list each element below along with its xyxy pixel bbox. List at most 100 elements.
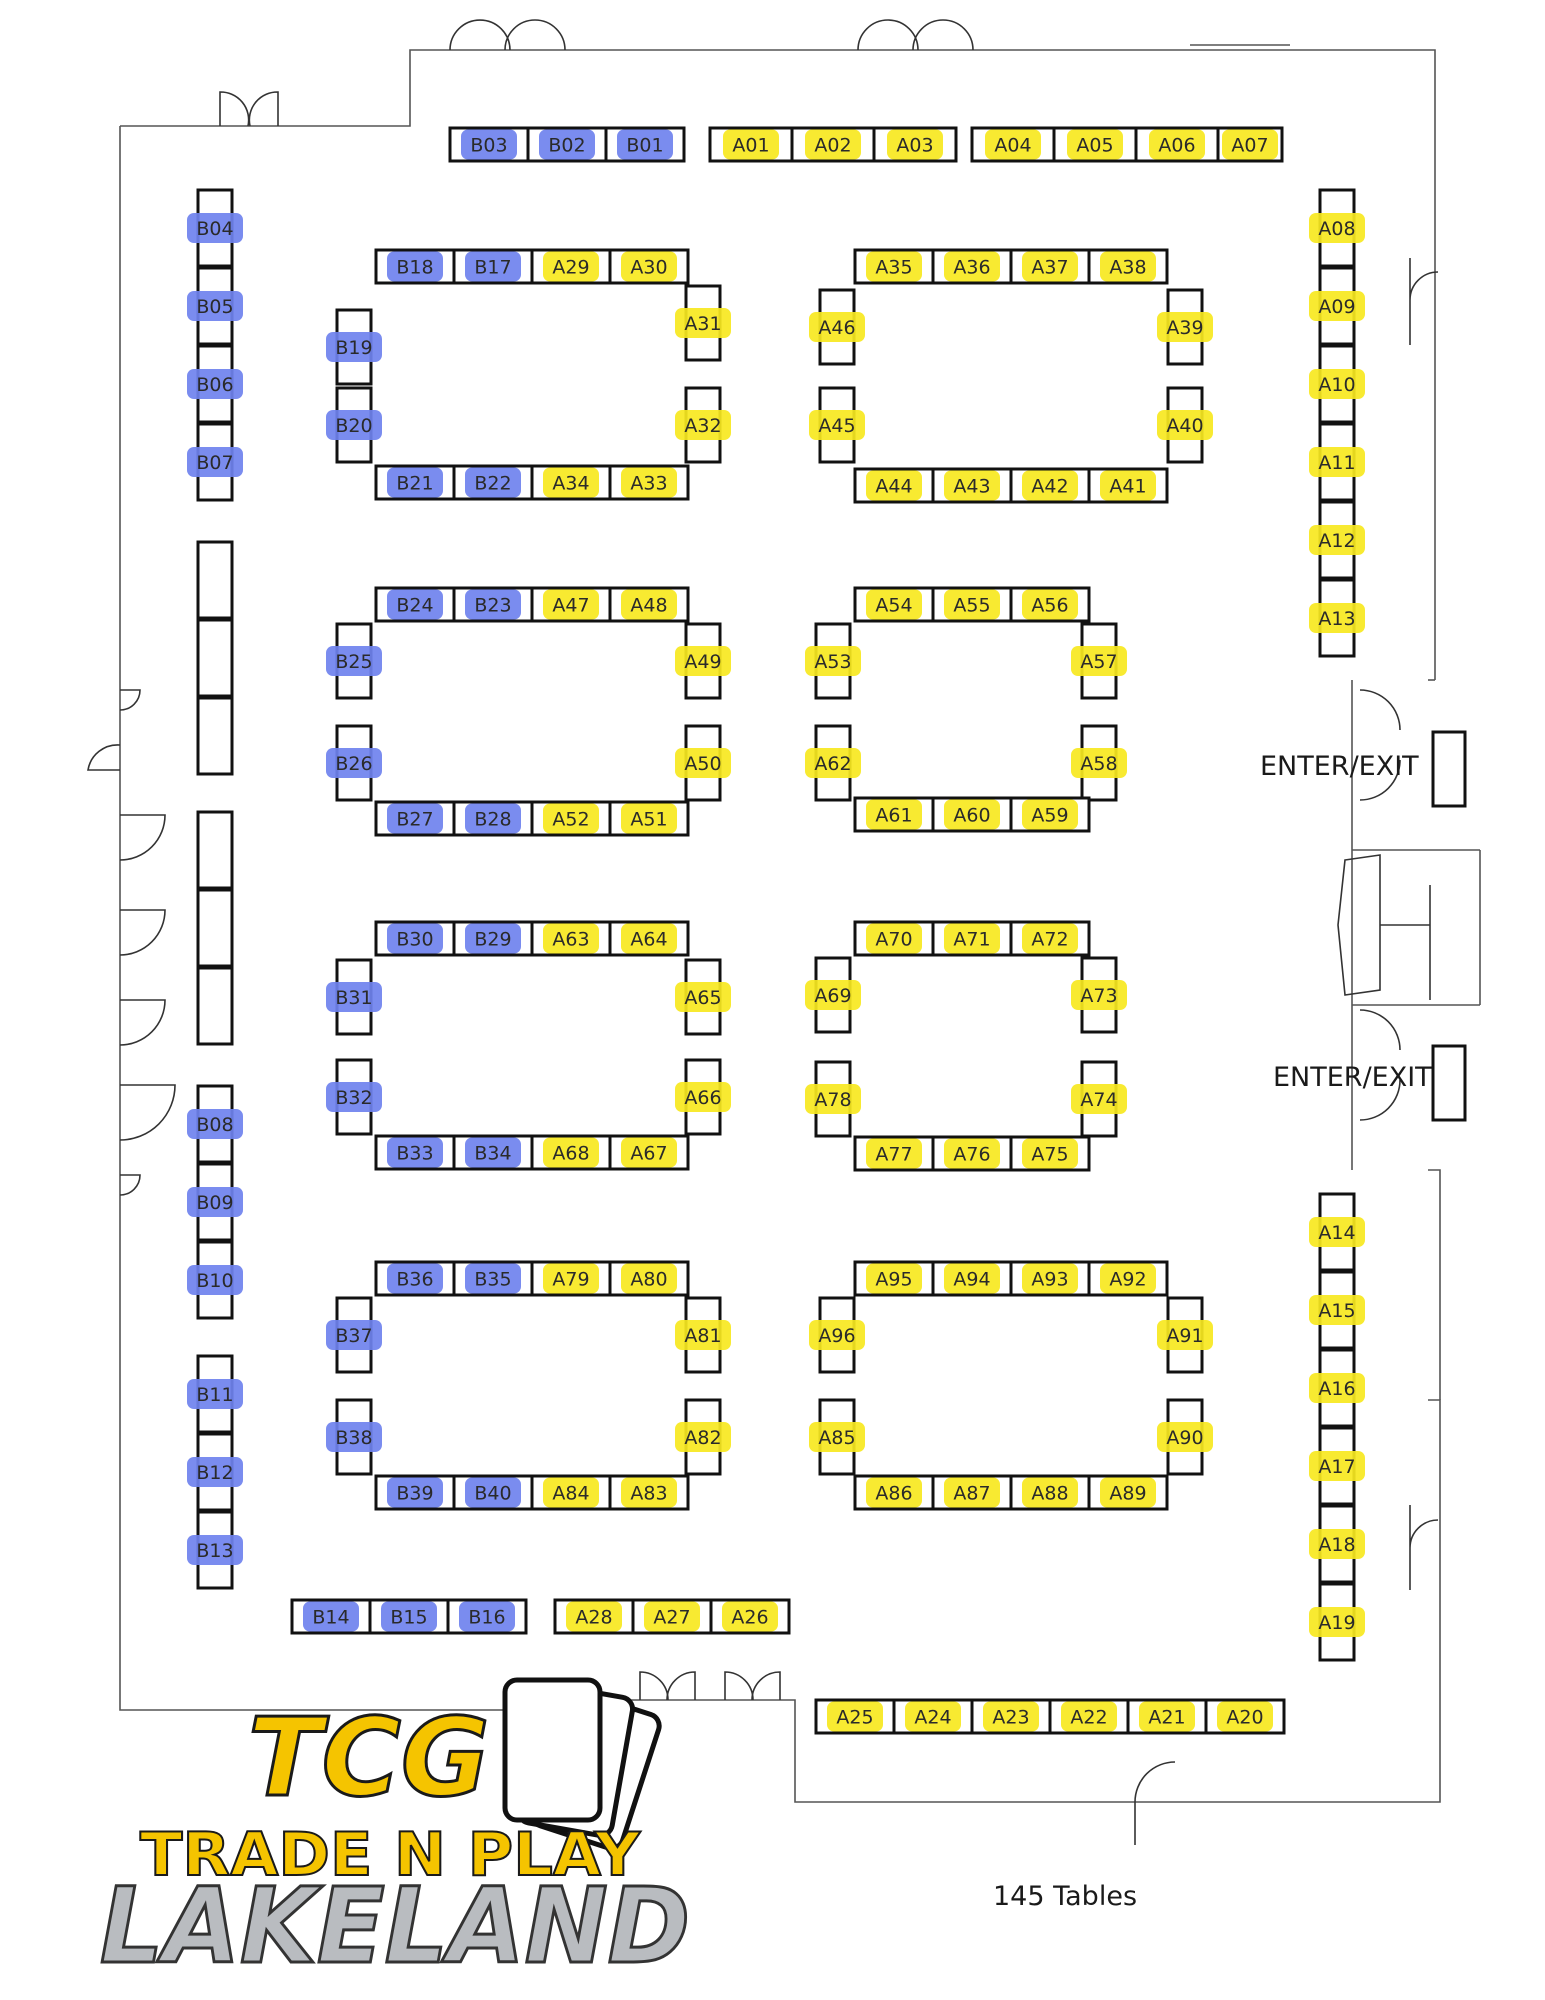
table-highlight-a34: [543, 467, 599, 498]
table-highlight-a76: [944, 1138, 1000, 1169]
table-highlight-a01: [723, 129, 779, 160]
table-highlight-b04: [187, 213, 243, 243]
table-label-a35: A35: [875, 257, 912, 279]
table-highlight-b38: [326, 1422, 382, 1452]
table-label-a52: A52: [552, 809, 589, 831]
table-highlight-a39: [1157, 312, 1213, 342]
table-highlight-a27: [644, 1601, 700, 1632]
table-unassigned[interactable]: [196, 810, 234, 890]
table-highlight-a07: [1222, 129, 1278, 160]
table-label-a42: A42: [1031, 476, 1068, 498]
table-label-a91: A91: [1166, 1325, 1203, 1347]
table-label-a74: A74: [1080, 1089, 1117, 1111]
table-label-a82: A82: [684, 1427, 721, 1449]
table-highlight-a22: [1061, 1701, 1117, 1732]
table-label-a80: A80: [630, 1269, 667, 1291]
table-label-a21: A21: [1148, 1707, 1185, 1729]
table-highlight-a28: [566, 1601, 622, 1632]
table-label-a11: A11: [1318, 452, 1355, 474]
table-label-a92: A92: [1109, 1269, 1146, 1291]
table-highlight-a49: [675, 646, 731, 676]
table-highlight-a91: [1157, 1320, 1213, 1350]
table-highlight-a57: [1071, 646, 1127, 676]
table-highlight-a26: [722, 1601, 778, 1632]
table-label-a54: A54: [875, 595, 912, 617]
table-label-a19: A19: [1318, 1612, 1355, 1634]
table-highlight-b40: [465, 1477, 521, 1508]
table-unassigned[interactable]: [196, 618, 234, 698]
table-label-b40: B40: [474, 1483, 511, 1505]
table-highlight-a63: [543, 923, 599, 954]
entrance-table-2: [1431, 1044, 1467, 1122]
table-label-b30: B30: [396, 929, 433, 951]
table-highlight-a20: [1217, 1701, 1273, 1732]
brand-logo: TCG TRADE N PLAY LAKELAND: [99, 1677, 692, 1989]
table-label-a31: A31: [684, 313, 721, 335]
table-label-b38: B38: [335, 1427, 372, 1449]
table-highlight-a46: [809, 312, 865, 342]
table-label-b21: B21: [396, 473, 433, 495]
table-highlight-b05: [187, 291, 243, 321]
table-label-a47: A47: [552, 595, 589, 617]
table-highlight-b35: [465, 1263, 521, 1294]
table-highlight-a88: [1022, 1477, 1078, 1508]
table-label-a81: A81: [684, 1325, 721, 1347]
table-highlight-a16: [1309, 1373, 1365, 1403]
table-label-a59: A59: [1031, 805, 1068, 827]
table-label-a68: A68: [552, 1143, 589, 1165]
table-label-a69: A69: [814, 985, 851, 1007]
table-label-a12: A12: [1318, 530, 1355, 552]
table-unassigned[interactable]: [196, 966, 234, 1046]
table-highlight-a15: [1309, 1295, 1365, 1325]
table-highlight-a77: [866, 1138, 922, 1169]
table-highlight-a35: [866, 251, 922, 282]
table-highlight-a74: [1071, 1084, 1127, 1114]
table-highlight-a92: [1100, 1263, 1156, 1294]
table-highlight-a96: [809, 1320, 865, 1350]
table-label-b31: B31: [335, 987, 372, 1009]
table-highlight-a51: [621, 803, 677, 834]
table-highlight-b27: [387, 803, 443, 834]
table-label-a65: A65: [684, 987, 721, 1009]
table-label-a10: A10: [1318, 374, 1355, 396]
table-unassigned[interactable]: [196, 696, 234, 776]
table-label-b37: B37: [335, 1325, 372, 1347]
playing-cards-icon: [502, 1677, 662, 1851]
table-label-b24: B24: [396, 595, 433, 617]
table-label-b09: B09: [196, 1192, 233, 1214]
table-highlight-a80: [621, 1263, 677, 1294]
table-label-a95: A95: [875, 1269, 912, 1291]
table-label-a13: A13: [1318, 608, 1355, 630]
table-highlight-a95: [866, 1263, 922, 1294]
table-highlight-a94: [944, 1263, 1000, 1294]
table-highlight-a87: [944, 1477, 1000, 1508]
table-label-b28: B28: [474, 809, 511, 831]
table-label-b22: B22: [474, 473, 511, 495]
table-highlight-b34: [465, 1137, 521, 1168]
table-label-a89: A89: [1109, 1483, 1146, 1505]
table-highlight-a60: [944, 799, 1000, 830]
table-highlight-a19: [1309, 1607, 1365, 1637]
table-label-a51: A51: [630, 809, 667, 831]
table-highlight-a79: [543, 1263, 599, 1294]
table-label-a62: A62: [814, 753, 851, 775]
table-label-a30: A30: [630, 257, 667, 279]
table-label-a01: A01: [732, 135, 769, 157]
table-label-a53: A53: [814, 651, 851, 673]
entrance-table-1: [1431, 730, 1467, 808]
table-highlight-a50: [675, 748, 731, 778]
table-label-a90: A90: [1166, 1427, 1203, 1449]
table-label-a83: A83: [630, 1483, 667, 1505]
table-highlight-a25: [827, 1701, 883, 1732]
table-label-a48: A48: [630, 595, 667, 617]
table-highlight-b28: [465, 803, 521, 834]
table-highlight-b22: [465, 467, 521, 498]
table-highlight-a53: [805, 646, 861, 676]
table-label-b17: B17: [474, 257, 511, 279]
table-unassigned[interactable]: [196, 888, 234, 968]
table-unassigned[interactable]: [196, 540, 234, 620]
table-highlight-a86: [866, 1477, 922, 1508]
table-label-b10: B10: [196, 1270, 233, 1292]
table-label-b06: B06: [196, 374, 233, 396]
